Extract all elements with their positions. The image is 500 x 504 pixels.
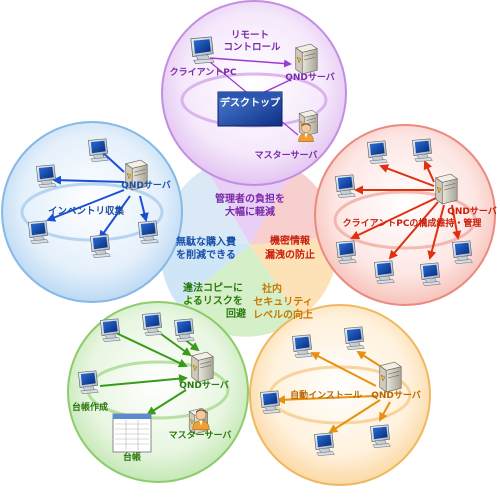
ledger-label: 台帳	[123, 451, 141, 463]
red-arrow	[388, 201, 439, 260]
remote-control-line1: リモート	[231, 30, 269, 41]
orange-arrow	[310, 352, 377, 387]
purple-section: デスクトップ リモート コントロール クライアントPC QNDサーバ マスターサ…	[170, 30, 335, 161]
blue-arrow	[46, 189, 125, 222]
ledger-creation-label: 台帳作成	[72, 401, 108, 413]
red-arrow	[350, 197, 437, 240]
green-master-server-label: マスターサーバ	[169, 429, 232, 441]
right-caption: クライアントPCの構成維持・管理	[343, 217, 482, 229]
orange-arrow	[379, 401, 391, 422]
server-icon	[379, 361, 402, 393]
red-arrow	[423, 160, 435, 183]
benefit-right-line2: 漏洩の防止	[265, 248, 315, 261]
orange-arrow	[328, 399, 381, 434]
benefit-bottomright-line2: セキュリティ	[253, 296, 312, 308]
right-server-label: QNDサーバ	[447, 206, 497, 217]
remote-control-line2: コントロール	[223, 42, 281, 53]
orange-arrow	[356, 350, 381, 367]
blue-section: QNDサーバ インベントリ収集	[27, 138, 171, 258]
benefit-bottomright-line1: 社内	[261, 282, 282, 295]
ledger-header	[113, 414, 151, 419]
ledger-sheet	[112, 413, 152, 453]
benefit-left-line1: 無駄な購入費	[176, 235, 236, 248]
green-arrow	[99, 374, 188, 387]
green-section: QNDサーバ 台帳作成 マスターサーバ 台帳	[72, 312, 232, 463]
green-arrow	[146, 389, 187, 416]
benefit-top-line1: 管理者の負担を	[215, 192, 285, 205]
benefit-right-line1: 機密情報	[270, 234, 311, 247]
desktop-label: デスクトップ	[220, 96, 281, 109]
desktop-titlebar	[218, 92, 282, 98]
green-server-label: QNDサーバ	[179, 380, 229, 391]
red-section: QNDサーバ クライアントPCの構成維持・管理	[334, 138, 497, 286]
blue-caption: インベントリ収集	[48, 205, 125, 217]
green-arrow	[113, 331, 188, 368]
server-icon	[295, 43, 318, 75]
client-pc-label: クライアントPC	[170, 67, 237, 78]
purple-connector	[209, 57, 292, 68]
server-icon	[191, 351, 214, 383]
benefit-bottomright-line3: レベルの向上	[253, 308, 313, 321]
benefit-top-line2: 大幅に軽減	[225, 205, 275, 218]
benefit-bottomleft-line3: 回避	[226, 307, 246, 320]
ledger-grid	[115, 420, 149, 450]
top-server-label: QNDサーバ	[285, 72, 335, 83]
benefit-bottomleft-line2: よるリスクを	[183, 295, 243, 307]
blue-arrow	[139, 195, 149, 222]
server-icon	[435, 173, 458, 205]
orange-section: 自動インストール QNDサーバ	[259, 326, 421, 456]
orange-arrow	[276, 395, 377, 405]
red-arrow	[427, 204, 445, 260]
orange-server-label: QNDサーバ	[371, 390, 421, 401]
benefit-bottomleft-line1: 違法コピーに	[183, 281, 243, 294]
blue-arrow	[52, 175, 125, 185]
center-labels: 管理者の負担を 大幅に軽減 機密情報 漏洩の防止 社内 セキュリティ レベルの向…	[176, 192, 315, 321]
red-circle	[314, 124, 496, 306]
top-master-server-label: マスターサーバ	[255, 149, 318, 161]
blue-server-label: QNDサーバ	[121, 180, 171, 191]
red-ring	[333, 190, 477, 250]
orange-caption: 自動インストール	[290, 389, 362, 401]
benefit-left-line2: を削減できる	[176, 248, 236, 261]
red-arrow	[379, 164, 435, 187]
blue-arrow	[98, 195, 131, 240]
red-arrow	[451, 204, 462, 240]
